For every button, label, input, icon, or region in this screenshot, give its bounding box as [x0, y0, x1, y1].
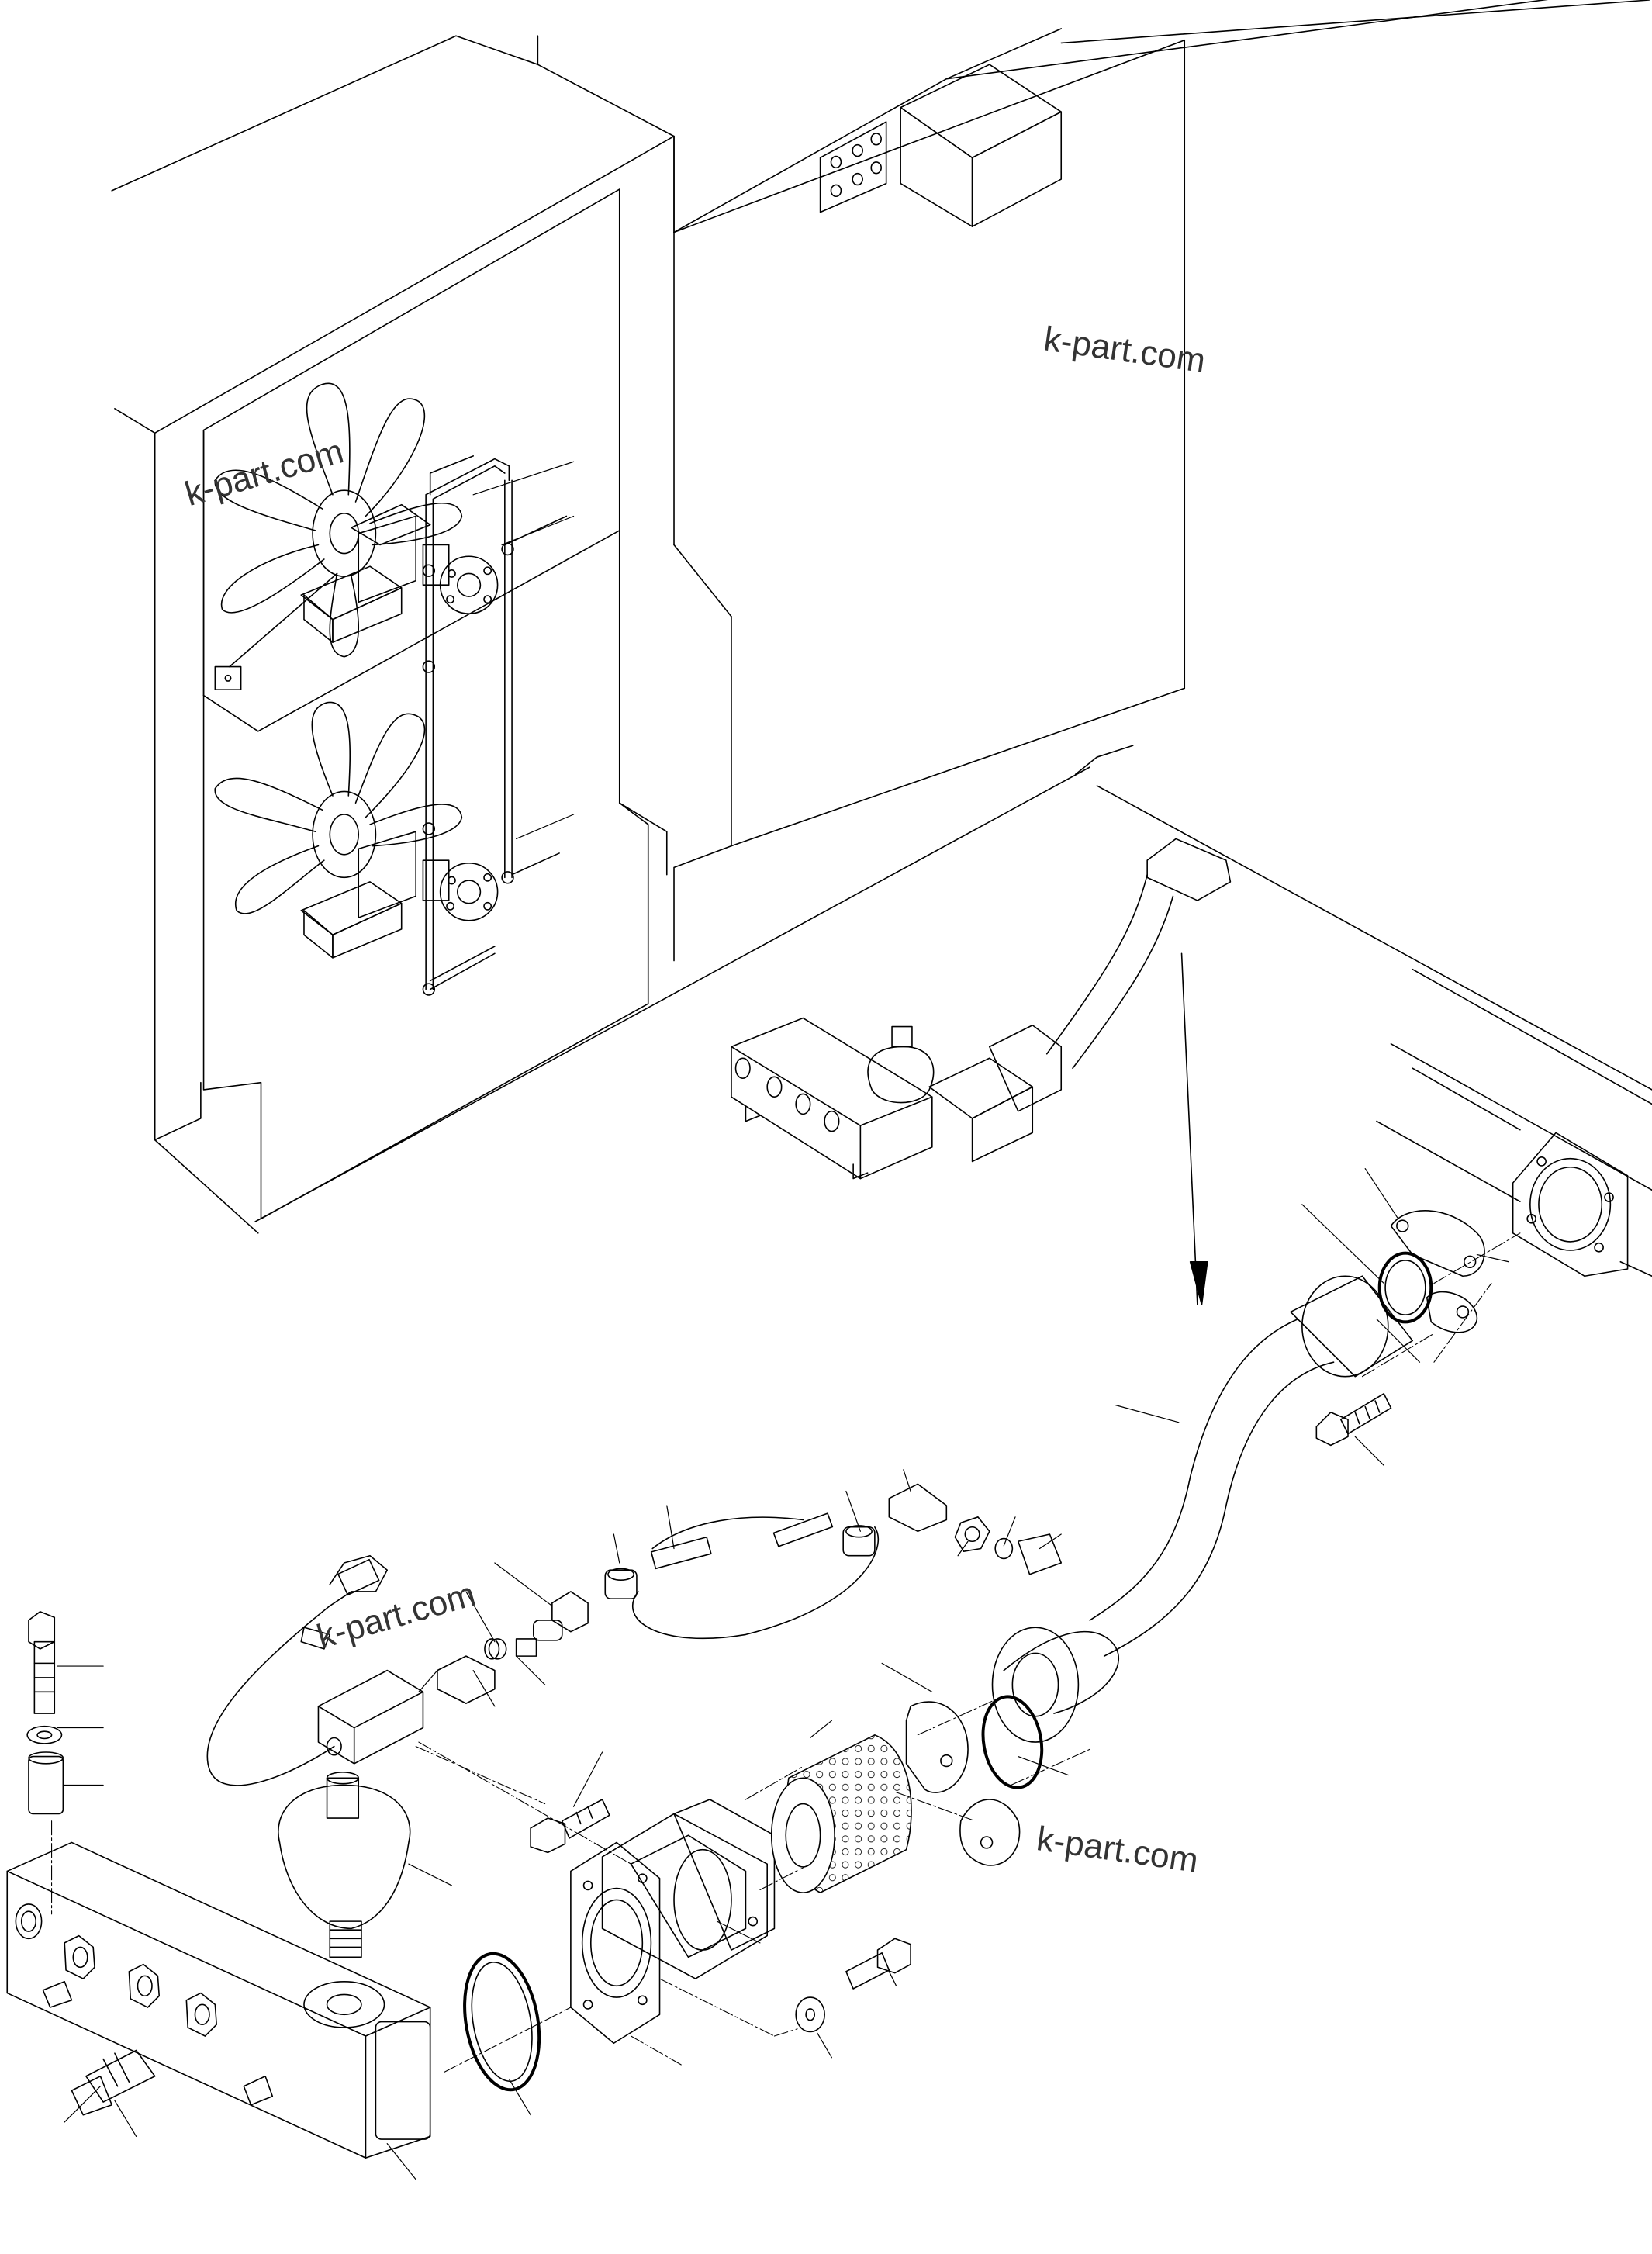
- hydraulic-pipes: [423, 456, 566, 995]
- small-block: [215, 667, 240, 690]
- split-flange-upper: [1391, 1211, 1484, 1276]
- manifold-assembly-small: [731, 838, 1230, 1178]
- fitting-nut-right: [955, 1517, 1061, 1575]
- bolt-right: [1316, 1394, 1391, 1446]
- watermark-4: k-part.com: [1035, 1820, 1201, 1880]
- o-ring: [1380, 1253, 1432, 1322]
- bolt-mid: [531, 1799, 610, 1852]
- callout-leaders: [57, 1169, 1509, 2180]
- o-ring-large: [454, 1948, 549, 2096]
- upper-fan: [215, 383, 461, 666]
- manifold-bolt-stack: [27, 1612, 63, 1814]
- clamp-half: [907, 1702, 969, 1792]
- warning-plate: [821, 122, 886, 212]
- fitting-elbow: [843, 1484, 946, 1555]
- lower-motor-mount: [301, 831, 497, 958]
- clamp-half-lower: [960, 1799, 1020, 1865]
- flange-gasket-plate: [1513, 1132, 1628, 1276]
- alignment-lines: [52, 1233, 1520, 2072]
- main-hose: [992, 1276, 1412, 1742]
- pressure-switch: [207, 1556, 423, 1786]
- upper-motor-mount: [301, 505, 497, 642]
- main-manifold: [7, 1842, 430, 2158]
- fitting-center: [489, 1568, 636, 1658]
- filter-element: [772, 1735, 911, 1893]
- cabinet-leaders: [473, 462, 573, 838]
- fitting-left: [437, 1639, 499, 1703]
- connector-nipple: [71, 2050, 154, 2114]
- cabinet-outline: [112, 0, 1652, 1276]
- watermark-3: k-part.com: [313, 1575, 479, 1657]
- o-ring-mid: [976, 1692, 1049, 1792]
- hose-line: [633, 1513, 879, 1638]
- filter-housing: [603, 1799, 775, 1979]
- detail-arrow: [1182, 953, 1208, 1305]
- accumulator: [278, 1772, 410, 1957]
- split-flange-lower: [1427, 1292, 1477, 1333]
- lower-fan: [215, 702, 461, 914]
- watermark-1: k-part.com: [1042, 320, 1208, 380]
- junction-box: [900, 64, 1061, 226]
- bolt-lower: [796, 1938, 911, 2031]
- flange-adapter: [571, 1842, 660, 2043]
